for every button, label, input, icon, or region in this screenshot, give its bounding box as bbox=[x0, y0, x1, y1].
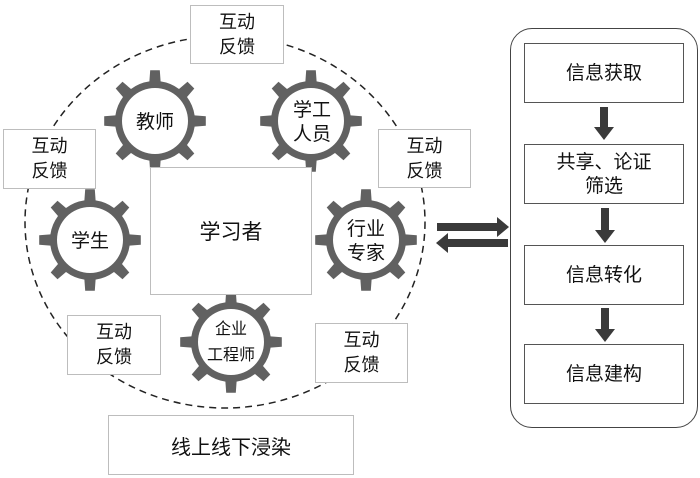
flow-arrow-head bbox=[594, 127, 614, 140]
gear-expert-icon bbox=[315, 189, 417, 291]
feedback-line2: 反馈 bbox=[219, 36, 255, 58]
feedback-line2: 反馈 bbox=[406, 160, 443, 182]
feedback-box-right: 互动 反馈 bbox=[378, 129, 471, 188]
flow-arrow-head bbox=[595, 230, 615, 243]
gear-staff-label: 学工人员 bbox=[292, 99, 331, 145]
feedback-line2: 反馈 bbox=[343, 355, 380, 376]
arrow-right-shaft bbox=[437, 223, 499, 231]
feedback-box-bottom-right: 互动 反馈 bbox=[315, 323, 408, 383]
feedback-box-top: 互动 反馈 bbox=[190, 5, 284, 64]
gear-teacher-icon bbox=[104, 70, 206, 172]
gear-engineer-label: 企业工程师 bbox=[206, 319, 255, 364]
flow-step-construct: 信息建构 bbox=[524, 344, 684, 404]
feedback-line1: 互动 bbox=[219, 11, 255, 33]
gear-teacher-label: 教师 bbox=[135, 111, 174, 133]
gear-student-icon bbox=[39, 189, 141, 291]
learner-label: 学习者 bbox=[199, 220, 263, 244]
flow-step-transform: 信息转化 bbox=[524, 245, 684, 305]
flow-arrows bbox=[594, 107, 615, 342]
online-offline-label: 线上线下浸染 bbox=[171, 434, 291, 459]
gear-staff-icon bbox=[260, 70, 362, 172]
dashed-circle bbox=[24, 35, 426, 409]
feedback-line1: 互动 bbox=[343, 330, 380, 351]
arrow-left-head bbox=[436, 233, 448, 253]
online-offline-box: 线上线下浸染 bbox=[108, 415, 354, 475]
gear-engineer-icon bbox=[180, 291, 282, 393]
feedback-line1: 互动 bbox=[406, 135, 443, 157]
gear-expert-label: 行业专家 bbox=[346, 218, 385, 264]
flow-arrow-head bbox=[595, 329, 615, 342]
feedback-line2: 反馈 bbox=[31, 161, 68, 182]
gear-student-label: 学生 bbox=[70, 230, 109, 252]
feedback-line2: 反馈 bbox=[96, 347, 132, 368]
feedback-line1: 互动 bbox=[96, 322, 132, 343]
learner-box: 学习者 bbox=[150, 167, 312, 295]
flow-arrow-shaft bbox=[600, 107, 608, 129]
feedback-box-bottom-left: 互动 反馈 bbox=[67, 315, 161, 375]
bidirectional-arrows bbox=[436, 217, 509, 253]
arrow-right-head bbox=[497, 217, 509, 237]
flow-arrow-shaft bbox=[601, 308, 609, 332]
flow-step-acquire: 信息获取 bbox=[524, 43, 684, 103]
feedback-box-left: 互动 反馈 bbox=[3, 129, 96, 189]
arrow-left-shaft bbox=[446, 239, 508, 247]
flow-arrow-shaft bbox=[601, 208, 609, 233]
info-flow-panel bbox=[510, 28, 698, 428]
feedback-line1: 互动 bbox=[31, 136, 68, 157]
flow-step-share: 共享、论证筛选 bbox=[524, 144, 684, 204]
